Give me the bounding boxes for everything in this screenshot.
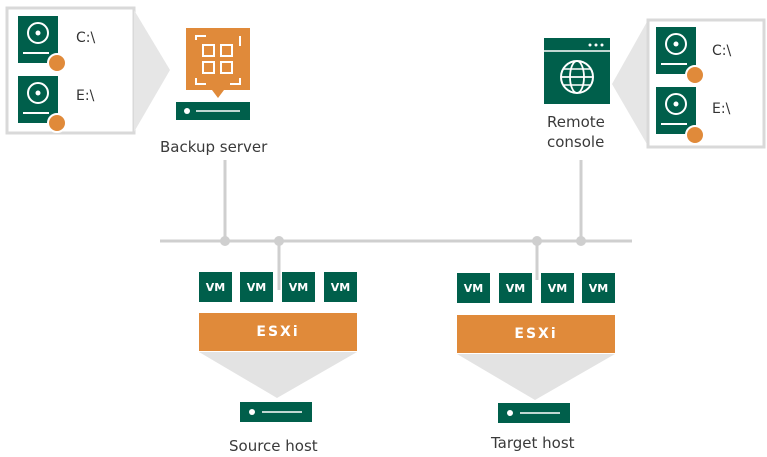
source-esxi-bar: ESXi — [199, 313, 357, 351]
remote-console-label-line2: console — [547, 133, 605, 151]
target-host-projection — [457, 354, 615, 400]
vm-box: VM — [324, 272, 357, 302]
drive-icon — [18, 16, 67, 73]
drive-label-c: C:\ — [76, 30, 96, 46]
target-host-icon — [498, 403, 570, 423]
vm-box: VM — [541, 273, 574, 303]
source-host-icon — [240, 402, 312, 422]
drive-label-e: E:\ — [712, 101, 731, 117]
source-host-label: Source host — [229, 437, 318, 455]
drive-label-e: E:\ — [76, 88, 95, 104]
vm-box: VM — [457, 273, 490, 303]
drive-icon — [656, 27, 705, 85]
vm-box: VM — [582, 273, 615, 303]
vm-box: VM — [499, 273, 532, 303]
vm-box: VM — [240, 272, 273, 302]
backup-server-icon — [176, 28, 250, 120]
source-host-projection — [199, 352, 357, 398]
remote-console-label-line1: Remote — [547, 113, 605, 131]
remote-console-icon — [544, 38, 610, 104]
target-host-label: Target host — [491, 434, 575, 452]
vm-box: VM — [282, 272, 315, 302]
network-nodes — [220, 236, 586, 246]
vm-box: VM — [199, 272, 232, 302]
backup-server-label: Backup server — [160, 138, 268, 156]
target-esxi-bar: ESXi — [457, 315, 615, 353]
drive-icon — [18, 76, 67, 133]
drive-label-c: C:\ — [712, 43, 732, 59]
network-lines — [160, 160, 632, 290]
drive-icon — [656, 87, 705, 145]
